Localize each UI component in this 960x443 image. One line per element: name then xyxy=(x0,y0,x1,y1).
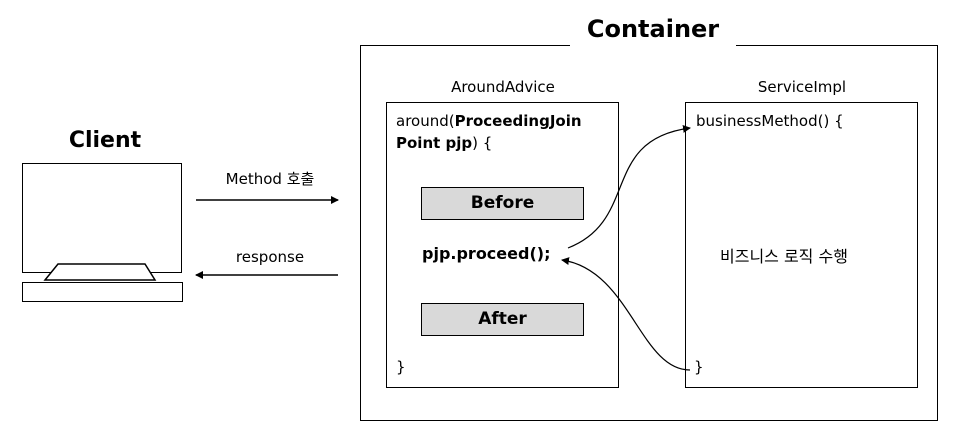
service-closing-brace: } xyxy=(694,358,704,376)
around-closing-brace: } xyxy=(396,358,406,376)
service-return-arrow xyxy=(561,257,691,371)
around-advice-box xyxy=(386,102,619,388)
service-impl-header: ServiceImpl xyxy=(757,78,847,96)
service-signature: businessMethod() { xyxy=(696,112,844,130)
signature-suffix: ) { xyxy=(472,134,493,152)
service-impl-box xyxy=(685,102,918,388)
business-logic-text: 비즈니스 로직 수행 xyxy=(720,247,848,266)
monitor-stand-shape xyxy=(43,263,157,281)
method-call-label: Method 호출 xyxy=(225,170,315,188)
proceed-to-service-arrow xyxy=(567,124,691,249)
after-box: After xyxy=(421,303,584,336)
client-base-icon xyxy=(22,282,183,302)
signature-param: ProceedingJoin Point pjp xyxy=(396,112,582,152)
around-advice-signature: around(ProceedingJoin Point pjp) { xyxy=(396,110,614,154)
client-title: Client xyxy=(68,128,142,153)
proceed-call: pjp.proceed(); xyxy=(422,244,551,263)
client-monitor-icon xyxy=(22,163,182,273)
response-label: response xyxy=(235,248,305,266)
container-title: Container xyxy=(570,12,736,50)
before-box: Before xyxy=(421,187,584,220)
signature-prefix: around( xyxy=(396,112,455,130)
around-advice-header: AroundAdvice xyxy=(451,78,555,96)
